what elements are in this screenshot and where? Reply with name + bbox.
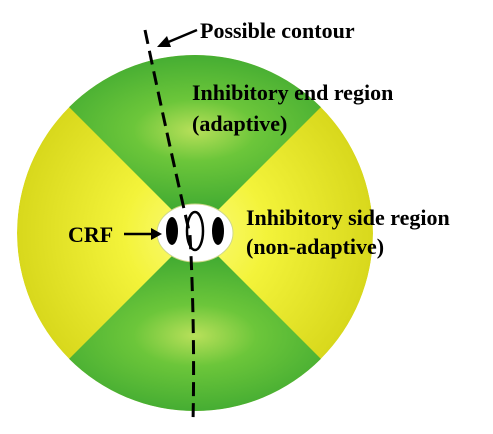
possible-contour-line — [143, 29, 196, 423]
arrow-right-icon — [124, 228, 162, 240]
crf-center — [156, 203, 234, 263]
arrow-left-down-icon — [157, 28, 198, 47]
label-side-region-line1: Inhibitory side region — [246, 205, 450, 230]
label-end-region-line1: Inhibitory end region — [192, 80, 393, 105]
crf-right-blob — [212, 217, 224, 245]
label-possible-contour: Possible contour — [200, 18, 355, 43]
label-end-region-line2: (adaptive) — [192, 111, 287, 136]
crf-left-blob — [166, 217, 178, 245]
label-crf: CRF — [68, 222, 113, 247]
label-side-region-line2: (non-adaptive) — [246, 234, 384, 259]
